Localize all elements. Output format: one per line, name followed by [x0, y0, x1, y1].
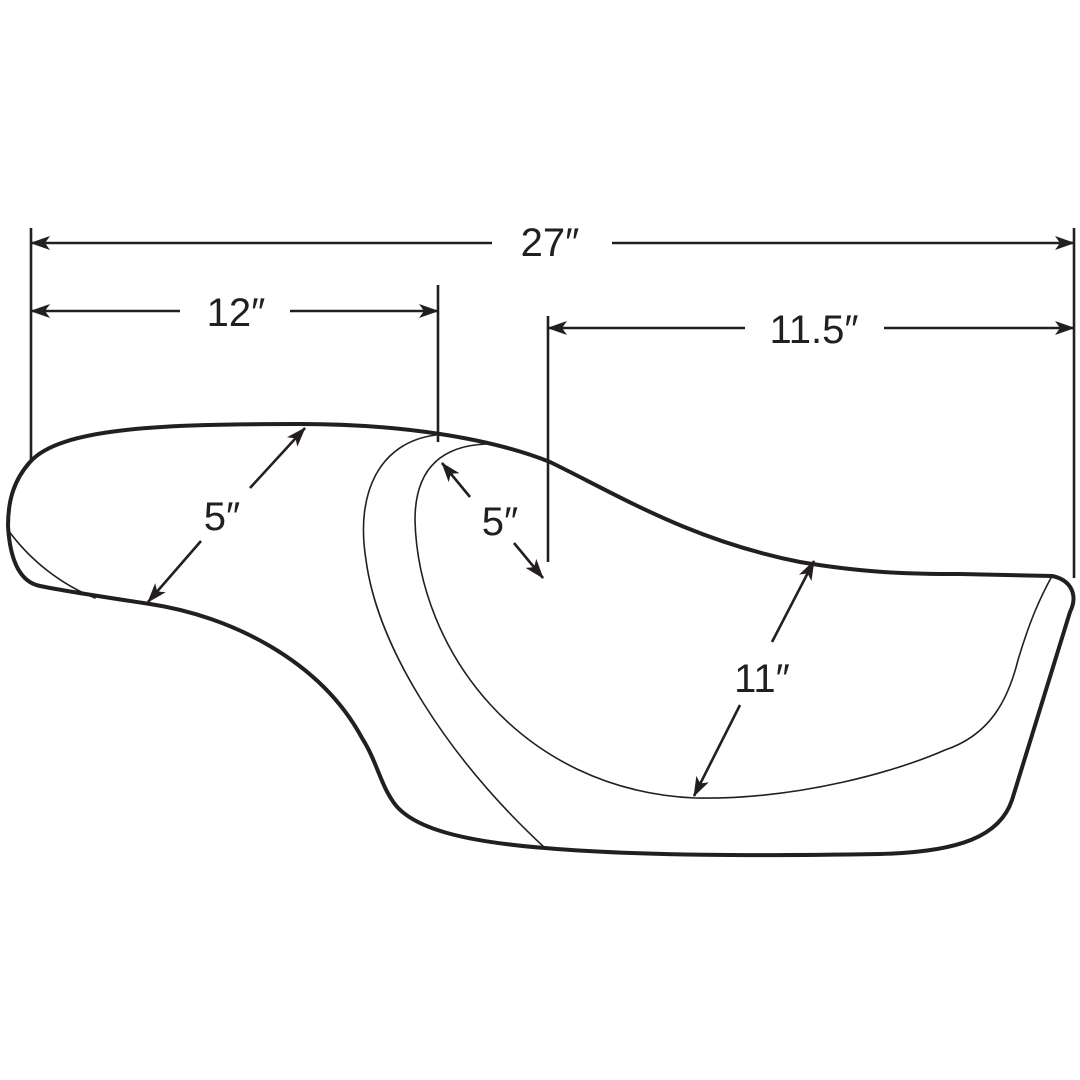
- rider-seat-panel: [414, 443, 1053, 799]
- seat-drawing: [6, 422, 1076, 858]
- dim-front-width-upper-line: [249, 427, 306, 489]
- dim-overall-label: 27″: [521, 221, 580, 265]
- dim-front-width-lower-line: [147, 540, 202, 603]
- dim-front-label: 12″: [207, 291, 266, 335]
- dimension-overall: 27″: [30, 221, 1075, 265]
- dim-front-width-label: 5″: [204, 495, 240, 539]
- dim-rear-width-lower-line: [692, 704, 742, 797]
- seat-outline: [6, 422, 1076, 858]
- dim-step-upper-line: [440, 462, 472, 498]
- dim-rear-width-upper-line: [770, 560, 816, 643]
- dimension-front-width: 5″: [147, 427, 306, 603]
- dimension-step-width: 5″: [440, 462, 545, 579]
- dim-step-lower-line: [512, 542, 545, 579]
- step-outer-seam: [362, 434, 546, 849]
- dim-rear-label: 11.5″: [769, 308, 858, 352]
- dimension-rear-length: 11.5″: [547, 308, 1075, 352]
- extension-lines: [29, 228, 1076, 578]
- dimension-rear-width: 11″: [692, 560, 816, 797]
- dim-rear-width-label: 11″: [734, 657, 790, 701]
- dim-step-label: 5″: [482, 500, 518, 544]
- front-edge-seam: [7, 529, 96, 599]
- dimension-front-length: 12″: [30, 291, 439, 335]
